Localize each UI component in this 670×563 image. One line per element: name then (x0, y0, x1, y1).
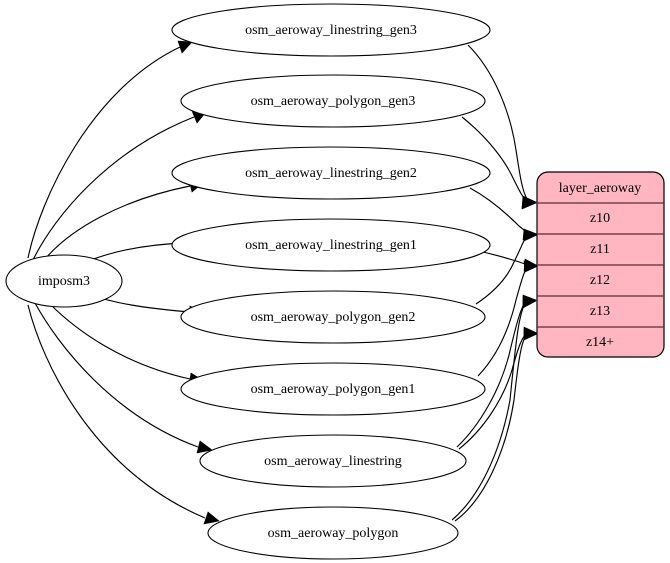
edge-osm_aeroway_polygon_gen1-to-z12 (477, 260, 539, 377)
node-osm_aeroway_linestring[interactable]: osm_aeroway_linestring (199, 434, 467, 488)
edge-osm_aeroway_polygon-to-z13 (451, 296, 537, 521)
node-osm_aeroway_polygon_gen1-label: osm_aeroway_polygon_gen1 (251, 382, 416, 397)
node-osm_aeroway_linestring-shape[interactable] (199, 434, 467, 488)
edge-osm_aeroway_polygon_gen3-to-z10 (461, 116, 537, 210)
record-row-z10[interactable]: z10 (590, 211, 610, 226)
node-osm_aeroway_linestring_gen1[interactable]: osm_aeroway_linestring_gen1 (171, 218, 491, 272)
node-osm_aeroway_polygon_gen1[interactable]: osm_aeroway_polygon_gen1 (180, 362, 486, 416)
node-imposm3[interactable]: imposm3 (5, 254, 123, 308)
edge-imposm3-to-osm_aeroway_polygon (27, 304, 220, 525)
node-osm_aeroway_polygon_gen3-shape[interactable] (180, 74, 486, 128)
edge-osm_aeroway_polygon_gen2-to-z11 (475, 229, 538, 305)
node-osm_aeroway_polygon_gen1-shape[interactable] (180, 362, 486, 416)
node-osm_aeroway_linestring_gen2[interactable]: osm_aeroway_linestring_gen2 (171, 146, 491, 200)
edge-imposm3-to-osm_aeroway_linestring (34, 302, 213, 454)
node-osm_aeroway_linestring_gen2-shape[interactable] (171, 146, 491, 200)
record-row-z11[interactable]: z11 (590, 242, 610, 257)
node-osm_aeroway_polygon_gen3-label: osm_aeroway_polygon_gen3 (251, 94, 416, 109)
node-osm_aeroway_polygon_gen2-shape[interactable] (180, 290, 486, 344)
record-title-layer_aeroway: layer_aeroway (559, 181, 641, 196)
node-osm_aeroway_linestring_gen2-label: osm_aeroway_linestring_gen2 (245, 166, 417, 181)
node-layer_aeroway[interactable]: layer_aeroway z10 z11 z12 z13 z14+ (536, 171, 665, 358)
node-osm_aeroway_polygon-shape[interactable] (207, 506, 459, 560)
record-row-z12[interactable]: z12 (590, 273, 610, 288)
node-osm_aeroway_linestring_gen3-label: osm_aeroway_linestring_gen3 (245, 23, 417, 38)
node-osm_aeroway_linestring_gen3-shape[interactable] (171, 3, 491, 57)
node-osm_aeroway_linestring_gen3[interactable]: osm_aeroway_linestring_gen3 (171, 3, 491, 57)
node-osm_aeroway_polygon_gen2-label: osm_aeroway_polygon_gen2 (251, 310, 416, 325)
record-row-z13[interactable]: z13 (590, 304, 610, 319)
record-row-z14plus[interactable]: z14+ (586, 335, 614, 350)
node-osm_aeroway_polygon_gen2[interactable]: osm_aeroway_polygon_gen2 (180, 290, 486, 344)
edge-imposm3-to-osm_aeroway_linestring_gen3 (27, 40, 193, 259)
node-osm_aeroway_polygon-label: osm_aeroway_polygon (268, 526, 399, 541)
node-imposm3-shape[interactable] (5, 254, 123, 308)
edge-osm_aeroway_polygon-to-z14p (454, 328, 538, 522)
node-osm_aeroway_linestring-label: osm_aeroway_linestring (264, 454, 402, 469)
node-osm_aeroway_linestring_gen1-shape[interactable] (171, 218, 491, 272)
node-osm_aeroway_polygon[interactable]: osm_aeroway_polygon (207, 506, 459, 560)
node-imposm3-label: imposm3 (38, 274, 90, 289)
node-osm_aeroway_linestring_gen1-label: osm_aeroway_linestring_gen1 (245, 238, 417, 253)
node-osm_aeroway_polygon_gen3[interactable]: osm_aeroway_polygon_gen3 (180, 74, 486, 128)
edge-group-tables-to-layer (451, 44, 539, 522)
